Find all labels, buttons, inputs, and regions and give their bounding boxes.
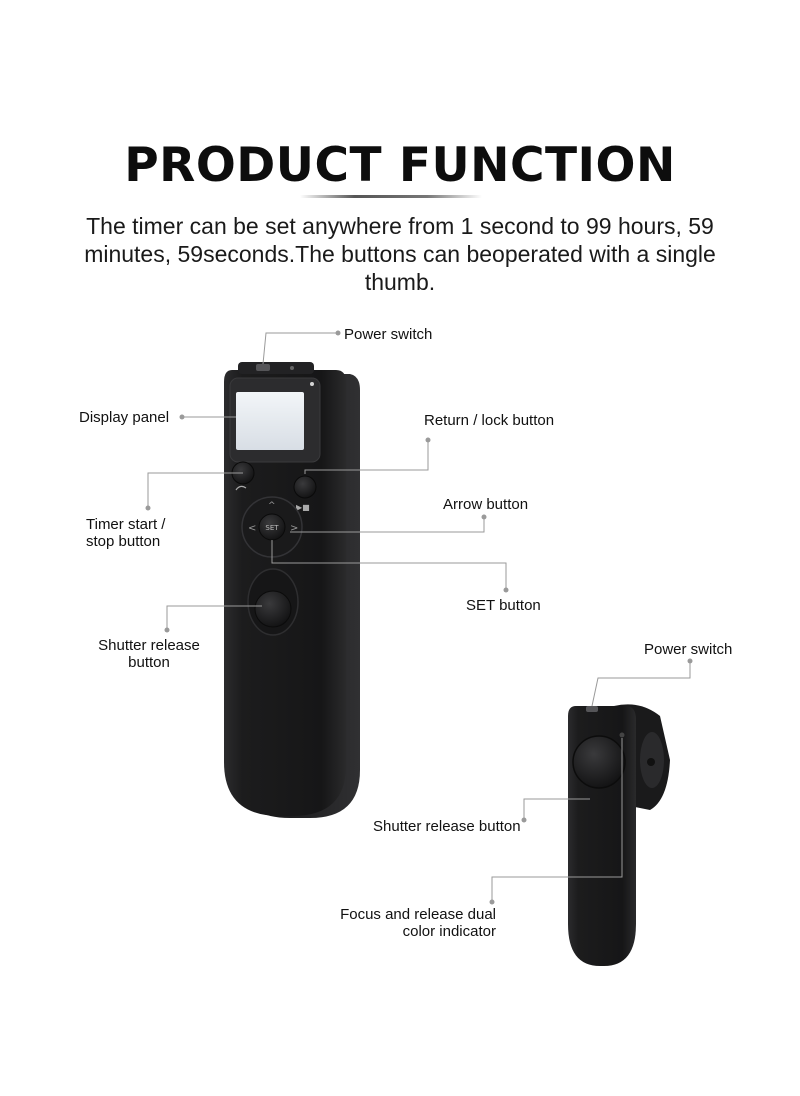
svg-text:<: < xyxy=(248,523,256,534)
label-timer-start-stop: Timer start / stop button xyxy=(86,516,165,550)
label-display-panel: Display panel xyxy=(79,409,170,426)
receiver-unit xyxy=(568,704,670,966)
label-indicator-line2: color indicator xyxy=(402,923,496,940)
label-shutter-release: Shutter release button xyxy=(92,637,206,671)
label-power-switch: Power switch xyxy=(344,326,433,343)
power-switch-icon[interactable] xyxy=(256,364,270,371)
product-description: The timer can be set anywhere from 1 sec… xyxy=(84,213,716,295)
display-panel-icon xyxy=(236,392,304,450)
label-set-button: SET button xyxy=(466,597,541,614)
leader-lines xyxy=(147,332,691,900)
set-key-marking: SET xyxy=(265,524,279,532)
svg-text:>: > xyxy=(290,523,298,534)
label-arrow-button: Arrow button xyxy=(443,496,529,513)
page-title: PRODUCT FUNCTION xyxy=(124,138,676,193)
label-timer-start-stop-line1: Timer start / xyxy=(86,516,166,533)
svg-text:^: ^ xyxy=(268,501,276,511)
receiver-power-switch-icon[interactable] xyxy=(586,706,598,712)
label-indicator-line1: Focus and release dual xyxy=(340,906,496,923)
receiver-shutter-button-icon[interactable] xyxy=(572,735,626,789)
label-receiver-power-switch: Power switch xyxy=(644,641,733,658)
title-underline xyxy=(300,195,482,198)
label-timer-start-stop-line2: stop button xyxy=(86,533,161,550)
svg-text:▶■: ▶■ xyxy=(296,503,310,512)
label-dual-color-indicator: Focus and release dual color indicator xyxy=(330,906,496,940)
return-lock-button-icon[interactable] xyxy=(293,475,317,499)
label-shutter-release-line2: button xyxy=(128,654,170,671)
return-arrow-icon xyxy=(235,485,247,491)
timer-remote: ▶■ ^ < > SET xyxy=(224,362,360,818)
label-shutter-release-line1: Shutter release xyxy=(98,637,200,654)
dual-color-indicator-icon xyxy=(619,732,625,738)
remote-top-edge xyxy=(238,362,314,374)
leader-dots xyxy=(145,330,693,905)
label-return-lock-button: Return / lock button xyxy=(424,412,555,429)
label-receiver-shutter-release: Shutter release button xyxy=(373,818,521,835)
shutter-release-button-icon[interactable] xyxy=(254,590,292,628)
